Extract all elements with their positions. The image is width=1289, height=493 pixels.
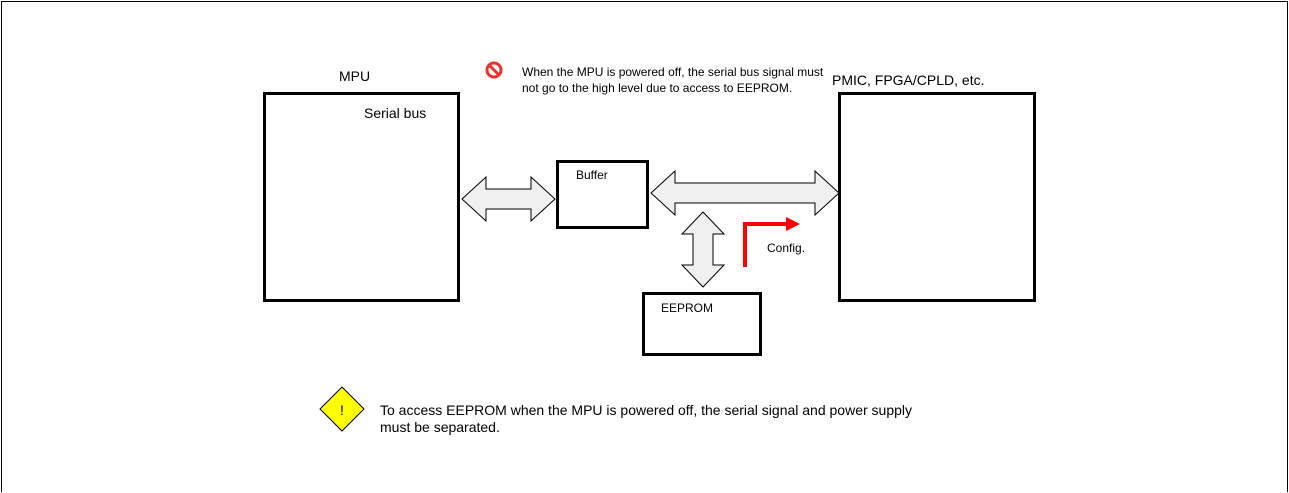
target-block: [838, 92, 1036, 302]
warning-icon: !: [319, 386, 365, 432]
warning-symbol: !: [340, 402, 344, 418]
buffer-block: Buffer: [556, 160, 649, 229]
target-title: PMIC, FPGA/CPLD, etc.: [832, 72, 985, 88]
serial-bus-label: Serial bus: [364, 105, 427, 121]
mpu-title: MPU: [339, 68, 371, 84]
eeprom-double-arrow: [680, 211, 726, 288]
config-label: Config.: [767, 241, 806, 255]
prohibited-icon: [485, 61, 503, 79]
mpu-block: Serial bus: [263, 92, 460, 302]
config-arrow: [743, 217, 800, 267]
mpu-buffer-double-arrow: [461, 175, 556, 223]
bus-double-arrow: [650, 169, 840, 217]
buffer-label: Buffer: [576, 168, 608, 182]
eeprom-label: EEPROM: [661, 301, 714, 315]
prohibit-note-text: When the MPU is powered off, the serial …: [522, 65, 824, 95]
warning-note-text: To access EEPROM when the MPU is powered…: [380, 402, 912, 435]
eeprom-block: EEPROM: [642, 292, 762, 356]
